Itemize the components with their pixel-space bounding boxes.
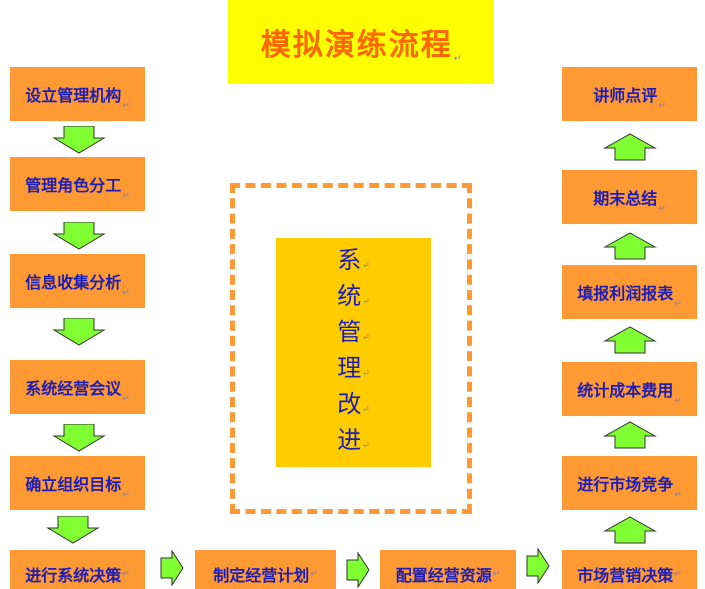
step-allocate-resources: 配置经营资源↵ xyxy=(380,550,516,589)
step-cost-statistics: 统计成本费用↵ xyxy=(562,362,697,416)
up-arrow-icon xyxy=(603,232,657,260)
step-market-competition: 进行市场竞争↵ xyxy=(562,456,697,510)
down-arrow-icon xyxy=(46,516,100,544)
step-marketing-decision: 市场营销决策↵ xyxy=(562,550,697,589)
up-arrow-icon xyxy=(603,133,657,161)
step-business-meeting: 系统经营会议↵ xyxy=(10,360,145,414)
step-profit-report: 填报利润报表↵ xyxy=(562,265,697,319)
improvement-frame xyxy=(230,183,472,514)
down-arrow-icon xyxy=(52,424,106,452)
step-set-goals: 确立组织目标↵ xyxy=(10,456,145,510)
right-arrow-icon xyxy=(526,548,550,584)
step-setup-organization: 设立管理机构↵ xyxy=(10,67,145,121)
system-improvement-box: 系↵ 统↵ 管↵ 理↵ 改↵ 进↵ xyxy=(276,238,431,467)
up-arrow-icon xyxy=(603,421,657,449)
diagram-title: 模拟演练流程 xyxy=(260,28,453,63)
up-arrow-icon xyxy=(603,326,657,354)
down-arrow-icon xyxy=(52,222,106,250)
paragraph-mark: ↵ xyxy=(453,54,462,64)
step-info-analysis: 信息收集分析↵ xyxy=(10,254,145,308)
step-role-assignment: 管理角色分工↵ xyxy=(10,157,145,211)
up-arrow-icon xyxy=(603,516,657,544)
down-arrow-icon xyxy=(52,126,106,154)
step-business-plan: 制定经营计划↵ xyxy=(195,550,336,589)
step-system-decision: 进行系统决策↵ xyxy=(10,550,145,589)
right-arrow-icon xyxy=(346,552,370,588)
title-box: 模拟演练流程↵ xyxy=(228,0,494,84)
step-instructor-review: 讲师点评↵ xyxy=(562,67,697,121)
down-arrow-icon xyxy=(52,318,106,346)
step-period-summary: 期末总结↵ xyxy=(562,170,697,224)
right-arrow-icon xyxy=(160,550,184,586)
